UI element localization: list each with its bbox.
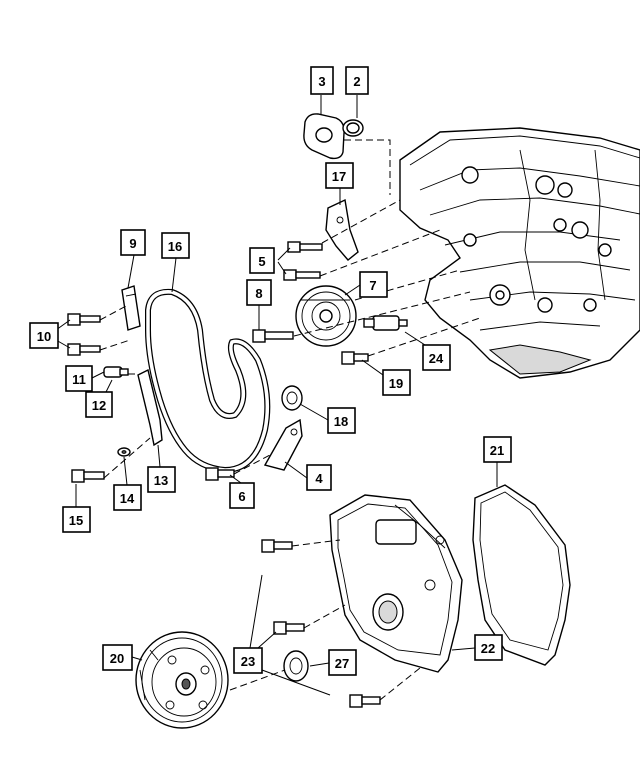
part-9-chain-guide: [121, 285, 141, 331]
callout-14: 14: [113, 484, 142, 511]
callout-2: 2: [345, 66, 369, 95]
part-22-timing-cover: [329, 494, 463, 673]
svg-text:18: 18: [334, 414, 348, 429]
callout-21: 21: [483, 436, 512, 463]
part-16-timing-chain: [145, 288, 271, 474]
svg-text:12: 12: [92, 398, 106, 413]
callout-18: 18: [327, 407, 356, 434]
part-6-bolt: [205, 467, 235, 481]
svg-text:3: 3: [318, 74, 325, 89]
callout-12: 12: [85, 391, 113, 418]
callout-8: 8: [246, 279, 272, 306]
svg-text:23: 23: [241, 654, 255, 669]
callout-9: 9: [120, 229, 146, 256]
callout-6: 6: [229, 482, 255, 509]
svg-text:14: 14: [120, 491, 135, 506]
part-10-bolts: [67, 313, 101, 356]
part-5-bolts: [283, 241, 323, 281]
svg-text:19: 19: [389, 376, 403, 391]
part-23-bolts: [261, 539, 381, 708]
callout-19: 19: [382, 369, 411, 396]
part-3-gasket-plate: [303, 113, 345, 160]
svg-text:11: 11: [72, 372, 86, 387]
part-8-bolt: [252, 329, 294, 343]
svg-text:4: 4: [315, 471, 323, 486]
svg-text:7: 7: [369, 278, 376, 293]
part-24-sensor: [363, 315, 408, 331]
part-15-bolt: [71, 469, 105, 483]
callout-13: 13: [147, 466, 176, 493]
callout-5: 5: [249, 247, 275, 274]
part-27-seal: [283, 650, 309, 682]
svg-text:24: 24: [429, 351, 444, 366]
svg-text:10: 10: [37, 329, 51, 344]
svg-text:21: 21: [490, 443, 504, 458]
engine-block: [399, 127, 640, 379]
callout-11: 11: [65, 365, 93, 392]
callout-15: 15: [62, 506, 91, 533]
part-19-bolt: [341, 351, 369, 365]
svg-text:9: 9: [129, 236, 136, 251]
part-11-pin: [103, 366, 129, 378]
part-17-bracket: [325, 198, 359, 261]
svg-text:17: 17: [332, 169, 346, 184]
callout-10: 10: [29, 322, 59, 349]
part-13-tensioner-arm: [137, 368, 163, 447]
part-18-sprocket: [281, 385, 303, 411]
callout-23: 23: [233, 647, 263, 674]
svg-text:27: 27: [335, 656, 349, 671]
svg-text:20: 20: [110, 651, 124, 666]
svg-text:2: 2: [353, 74, 360, 89]
svg-text:15: 15: [69, 513, 83, 528]
callout-24: 24: [422, 344, 451, 371]
part-20-damper-pulley: [135, 631, 229, 729]
svg-text:22: 22: [481, 641, 495, 656]
part-4-tensioner: [263, 418, 303, 471]
callout-17: 17: [325, 162, 354, 189]
callout-20: 20: [102, 644, 133, 671]
callout-3: 3: [310, 66, 334, 95]
svg-text:13: 13: [154, 473, 168, 488]
callout-22: 22: [474, 634, 503, 661]
callout-7: 7: [359, 271, 388, 298]
part-2-o-ring: [342, 119, 364, 137]
svg-text:6: 6: [238, 489, 245, 504]
svg-text:16: 16: [168, 239, 182, 254]
callout-4: 4: [306, 464, 332, 491]
svg-text:8: 8: [255, 286, 262, 301]
callout-16: 16: [161, 232, 190, 259]
callout-27: 27: [328, 649, 357, 676]
svg-text:5: 5: [258, 254, 265, 269]
part-7-idler-pulley: [295, 285, 357, 347]
leader-lines: [55, 95, 498, 701]
part-14-washer: [117, 447, 131, 457]
part-21-cover-gasket: [472, 484, 571, 666]
